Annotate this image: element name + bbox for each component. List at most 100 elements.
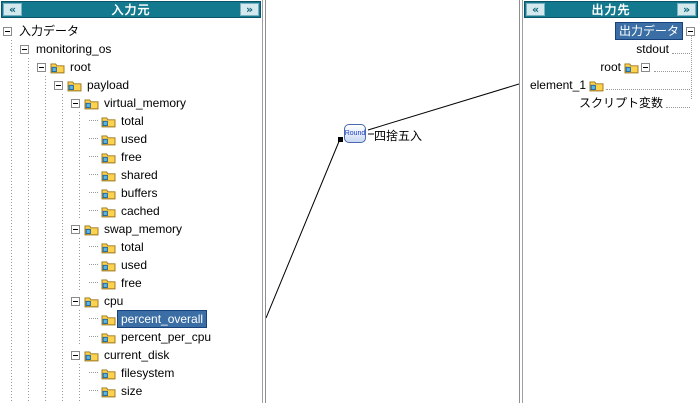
tree-item-label: percent_overall	[116, 310, 208, 328]
tree-connector	[88, 256, 101, 274]
element-icon	[624, 61, 641, 74]
output-panel-title: 出力先	[591, 3, 631, 17]
collapse-all-right-button[interactable]: «	[526, 3, 545, 16]
input-panel-header: « 入力元 »	[1, 1, 261, 18]
collapse-toggle-icon[interactable]	[71, 224, 84, 234]
element-icon	[101, 385, 118, 398]
element-icon	[84, 223, 101, 236]
tree-item[interactable]: used	[3, 256, 262, 274]
element-icon	[589, 79, 606, 92]
collapse-all-left-button[interactable]: «	[3, 3, 22, 16]
tree-item[interactable]: payload	[3, 76, 262, 94]
round-function-caption: 四捨五入	[374, 129, 423, 143]
tree-item-label: root	[70, 60, 91, 74]
tree-item-selected[interactable]: 出力データ	[523, 22, 697, 40]
tree-item-label: element_1	[529, 78, 586, 92]
tree-item-label: stdout	[636, 42, 669, 56]
element-icon	[84, 97, 101, 110]
tree-item[interactable]: buffers	[3, 184, 262, 202]
tree-item[interactable]: used	[3, 130, 262, 148]
tree-item[interactable]: virtual_memory	[3, 94, 262, 112]
tree-item-label: virtual_memory	[104, 96, 187, 110]
node-input-port[interactable]	[338, 137, 343, 142]
tree-item[interactable]: swap_memory	[3, 220, 262, 238]
element-icon	[101, 205, 118, 218]
tree-item-label: used	[121, 258, 148, 272]
input-panel: « 入力元 » 入力データ monitoring_os root payload…	[0, 0, 263, 403]
tree-item[interactable]: total	[3, 238, 262, 256]
tree-connector	[88, 112, 101, 130]
tree-item[interactable]: stdout	[523, 40, 697, 58]
tree-item[interactable]: cpu	[3, 292, 262, 310]
tree-connector	[88, 310, 101, 328]
tree-connector	[672, 45, 690, 54]
tree-item[interactable]	[3, 400, 262, 403]
tree-item[interactable]: total	[3, 112, 262, 130]
collapse-toggle-icon[interactable]	[641, 62, 654, 72]
tree-item-label: current_disk	[104, 348, 170, 362]
output-panel-header: « 出力先 »	[524, 1, 698, 18]
tree-item[interactable]: current_disk	[3, 346, 262, 364]
tree-item-label: 入力データ	[19, 24, 80, 38]
tree-item[interactable]: スクリプト変数	[523, 94, 697, 112]
collapse-toggle-icon[interactable]	[71, 296, 84, 306]
tree-item-label: cpu	[104, 294, 124, 308]
tree-item[interactable]: cached	[3, 202, 262, 220]
element-icon	[101, 115, 118, 128]
tree-item[interactable]: root	[3, 58, 262, 76]
input-panel-title: 入力元	[111, 3, 151, 17]
expand-all-right-button[interactable]: »	[677, 3, 696, 16]
element-icon	[101, 133, 118, 146]
tree-item-label: filesystem	[121, 366, 175, 380]
tree-item[interactable]: 入力データ	[3, 22, 262, 40]
element-icon	[101, 277, 118, 290]
tree-item-label: percent_per_cpu	[121, 330, 212, 344]
round-function-node[interactable]: Round	[344, 124, 366, 143]
collapse-toggle-icon[interactable]	[37, 62, 50, 72]
tree-item-label: monitoring_os	[36, 42, 112, 56]
tree-connector	[88, 364, 101, 382]
collapse-toggle-icon[interactable]	[71, 98, 84, 108]
tree-item[interactable]: free	[3, 274, 262, 292]
mapping-canvas[interactable]: Round 四捨五入	[265, 0, 520, 403]
tree-item[interactable]: shared	[3, 166, 262, 184]
tree-connector	[88, 184, 101, 202]
tree-connector	[88, 328, 101, 346]
expand-all-left-button[interactable]: »	[240, 3, 259, 16]
tree-connector	[88, 382, 101, 400]
tree-connector	[88, 238, 101, 256]
element-icon	[101, 313, 118, 326]
tree-item[interactable]: monitoring_os	[3, 40, 262, 58]
tree-item-label: buffers	[121, 186, 158, 200]
tree-connector	[88, 202, 101, 220]
tree-item[interactable]: root	[523, 58, 697, 76]
tree-item-selected[interactable]: percent_overall	[3, 310, 262, 328]
output-tree: 出力データ stdout root element_1 スクリプト変数	[523, 18, 699, 403]
element-icon	[101, 151, 118, 164]
tree-connector	[606, 81, 690, 90]
tree-item-label: total	[121, 240, 144, 254]
collapse-toggle-icon[interactable]	[682, 26, 695, 36]
tree-connector	[654, 63, 690, 72]
tree-item[interactable]: element_1	[523, 76, 697, 94]
tree-item-label: used	[121, 132, 148, 146]
element-icon	[101, 241, 118, 254]
tree-item[interactable]: size	[3, 382, 262, 400]
collapse-toggle-icon[interactable]	[71, 350, 84, 360]
tree-item-label: root	[600, 60, 621, 74]
collapse-toggle-icon[interactable]	[20, 44, 33, 54]
tree-item[interactable]: percent_per_cpu	[3, 328, 262, 346]
tree-item-label: スクリプト変数	[578, 96, 663, 110]
element-icon	[84, 295, 101, 308]
tree-connector	[666, 99, 690, 108]
tree-item-label: free	[121, 150, 142, 164]
tree-item-label: payload	[87, 78, 130, 92]
tree-item-label: swap_memory	[104, 222, 183, 236]
collapse-toggle-icon[interactable]	[54, 80, 67, 90]
element-icon	[101, 259, 118, 272]
collapse-toggle-icon[interactable]	[3, 26, 16, 36]
tree-item[interactable]: free	[3, 148, 262, 166]
tree-connector	[88, 166, 101, 184]
tree-item[interactable]: filesystem	[3, 364, 262, 382]
input-tree: 入力データ monitoring_os root payload virtual…	[0, 18, 262, 403]
